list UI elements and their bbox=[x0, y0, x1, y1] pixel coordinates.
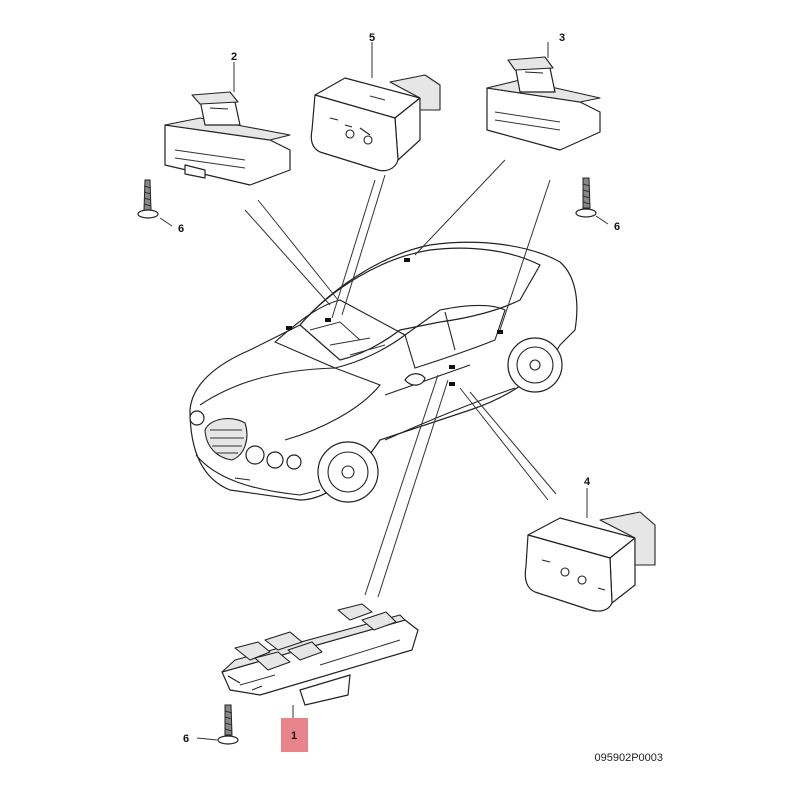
part-2-switch: 2 bbox=[164, 51, 291, 186]
callout-1-highlight bbox=[281, 718, 308, 752]
diagram-reference-code: 095902P0003 bbox=[594, 752, 663, 764]
callout-5: 5 bbox=[369, 32, 375, 44]
callout-2: 2 bbox=[231, 51, 237, 63]
callout-1: 1 bbox=[291, 730, 297, 742]
screw-left-upper: 6 bbox=[137, 179, 184, 235]
callout-6-lower: 6 bbox=[183, 733, 189, 745]
part-5-switch: 5 bbox=[310, 32, 441, 172]
screw-lower: 6 bbox=[183, 704, 239, 745]
car-illustration bbox=[189, 241, 578, 503]
callout-6-upper-right: 6 bbox=[614, 221, 620, 233]
part-1-switch-panel: 1 bbox=[221, 603, 419, 752]
callout-6-upper-left: 6 bbox=[178, 223, 184, 235]
callout-4: 4 bbox=[584, 476, 591, 488]
part-3-switch: 3 bbox=[486, 32, 601, 151]
part-4-switch: 4 bbox=[524, 476, 656, 612]
callout-3: 3 bbox=[559, 32, 565, 44]
leader-lines bbox=[244, 159, 557, 598]
screw-right-upper: 6 bbox=[575, 177, 620, 233]
